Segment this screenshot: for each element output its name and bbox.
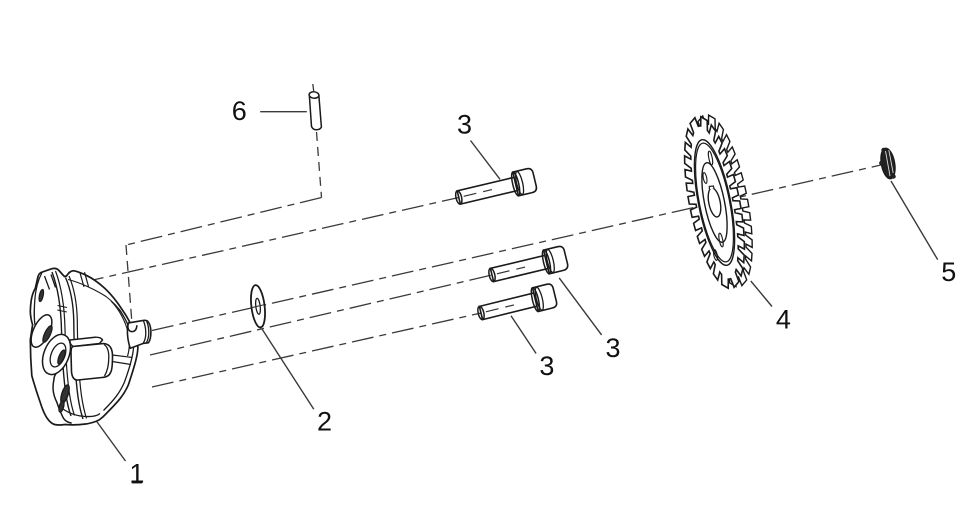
svg-text:1: 1 [129,458,144,488]
svg-text:3: 3 [539,351,554,381]
svg-text:5: 5 [941,257,956,287]
svg-text:4: 4 [776,305,791,335]
svg-text:3: 3 [605,333,620,363]
svg-text:2: 2 [317,406,332,436]
svg-text:3: 3 [457,109,472,139]
svg-text:6: 6 [232,96,247,126]
